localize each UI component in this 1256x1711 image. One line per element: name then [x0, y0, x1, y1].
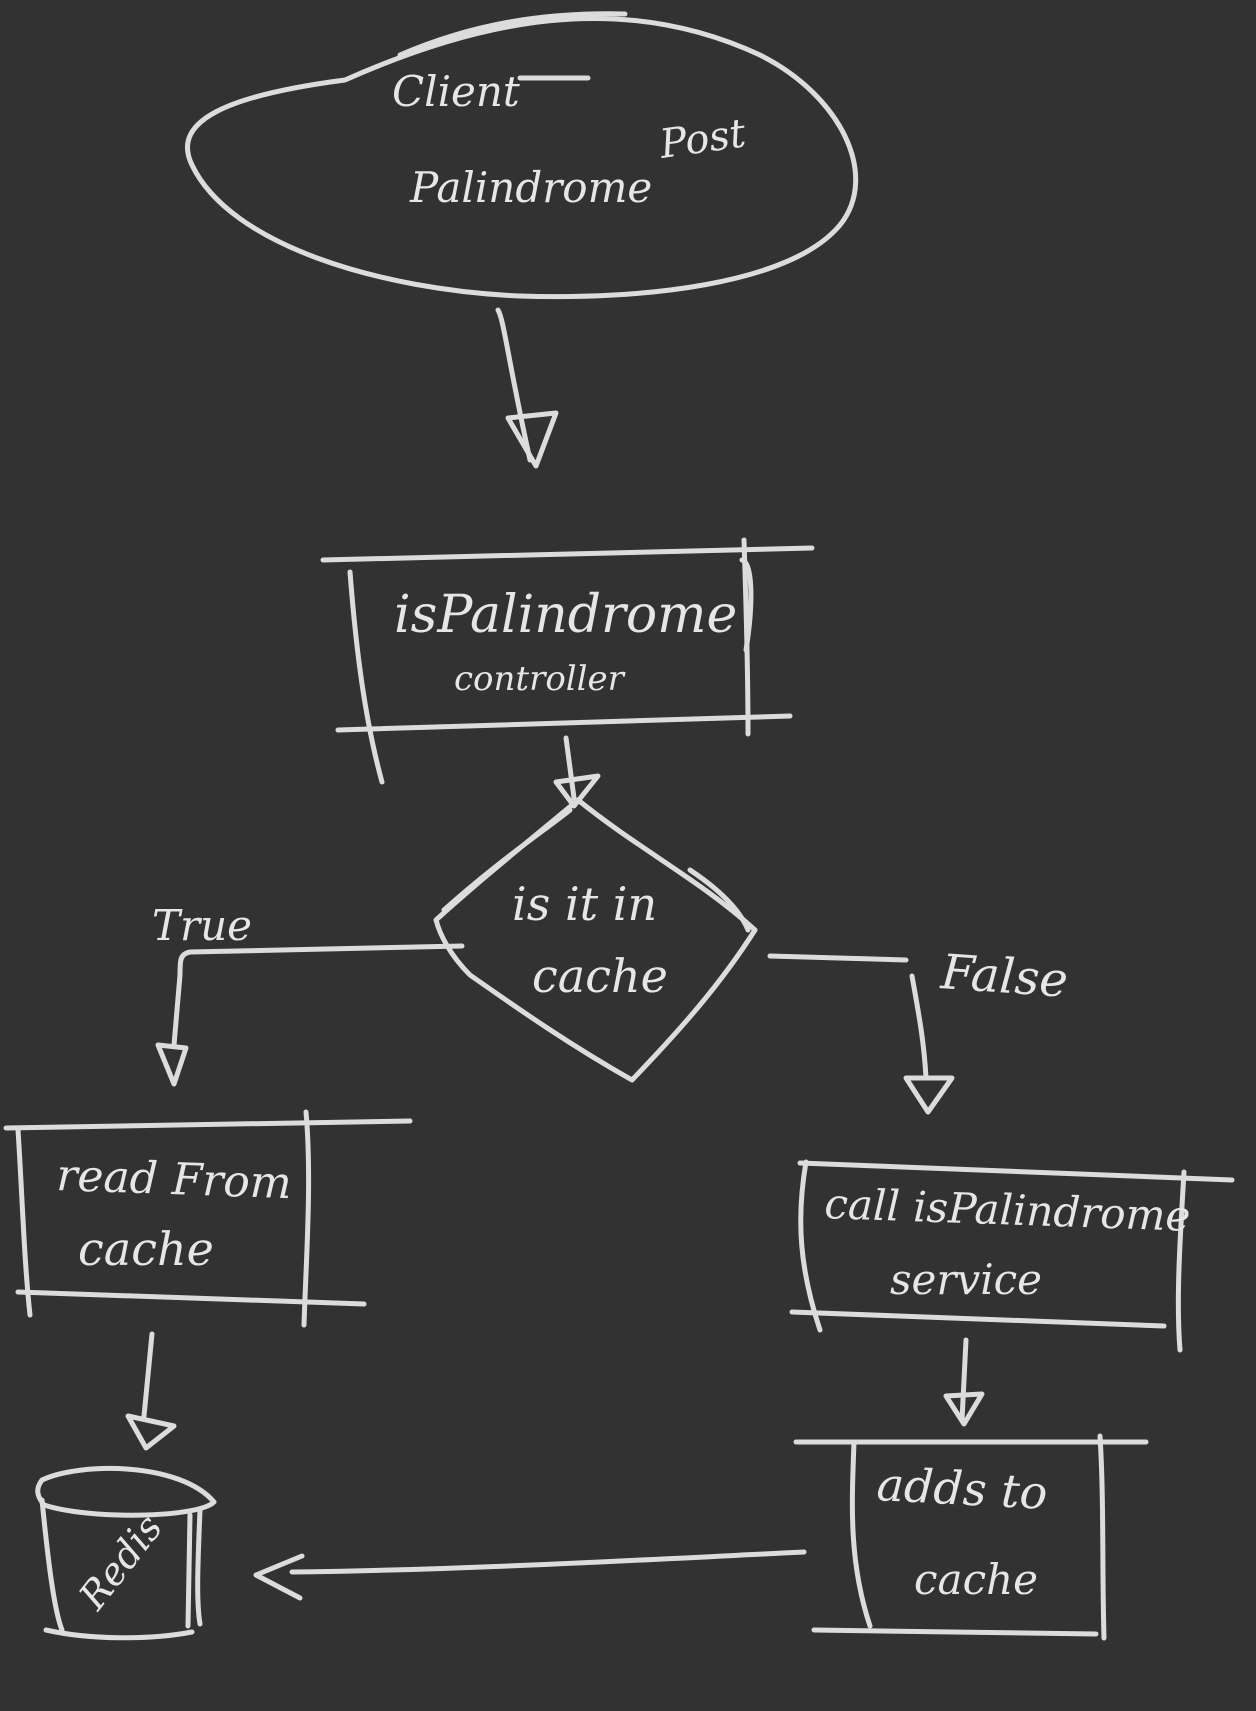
controller-subtitle-text: controller — [454, 659, 626, 699]
decision-line2-text: cache — [532, 949, 668, 1003]
true-edge-line — [171, 943, 465, 1048]
adds-box-left — [849, 1439, 873, 1629]
start-client-text: Client — [392, 67, 520, 116]
start-ellipse — [185, 15, 859, 300]
redis-cylinder-top — [35, 1466, 217, 1518]
adds-box-line2-text: cache — [914, 1555, 1038, 1604]
adds-box-bottom — [811, 1627, 1099, 1637]
false-edge-line — [767, 953, 929, 1081]
controller-title-text: isPalindrome — [394, 585, 737, 645]
read-box-line2-text: cache — [78, 1222, 214, 1276]
true-label-text: True — [152, 901, 252, 950]
read-from-cache-node: read From cache — [3, 1109, 413, 1328]
redis-store-node: Redis — [35, 1466, 217, 1641]
service-box-line2-text: service — [890, 1255, 1042, 1304]
service-box-line1-text: call isPalindrome — [824, 1179, 1192, 1241]
adds-box-line1-text: adds to — [875, 1457, 1048, 1520]
start-ellipse-overlap-stroke — [397, 11, 628, 58]
decision-diamond — [433, 797, 758, 1083]
arrow-controller-to-decision — [553, 735, 601, 809]
service-box-left — [798, 1159, 823, 1333]
redis-label-text: Redis — [70, 1506, 171, 1618]
false-branch: False — [767, 944, 1070, 1115]
true-branch: True — [152, 901, 465, 1087]
read-box-left — [15, 1127, 33, 1318]
start-node: Client Post Palindrome — [185, 11, 859, 300]
adds-box-right — [1097, 1433, 1107, 1641]
service-box-bottom — [789, 1309, 1167, 1329]
redis-cylinder-body — [39, 1497, 203, 1633]
controller-box-top — [320, 545, 815, 563]
arrow-start-to-controller — [495, 307, 559, 469]
read-box-bottom — [15, 1289, 367, 1307]
service-node: call isPalindrome service — [789, 1159, 1235, 1353]
start-palindrome-text: Palindrome — [409, 163, 652, 212]
false-label-text: False — [938, 944, 1070, 1009]
service-box-right — [1175, 1169, 1187, 1353]
read-box-top — [3, 1118, 413, 1131]
arrow-adds-to-redis — [253, 1549, 807, 1601]
decision-node: is it in cache — [433, 797, 758, 1083]
controller-box-bottom — [335, 713, 793, 733]
controller-node: isPalindrome controller — [320, 537, 815, 785]
service-box-top — [797, 1160, 1235, 1183]
arrow-service-to-adds — [943, 1337, 985, 1427]
adds-to-cache-node: adds to cache — [793, 1433, 1149, 1641]
redis-cylinder-bottom — [43, 1627, 195, 1641]
decision-line1-text: is it in — [512, 877, 657, 931]
arrow-read-to-redis — [125, 1331, 177, 1451]
read-box-line1-text: read From — [56, 1150, 293, 1209]
controller-box-left — [347, 569, 385, 785]
read-box-right — [301, 1109, 312, 1328]
start-method-text: Post — [656, 110, 749, 168]
